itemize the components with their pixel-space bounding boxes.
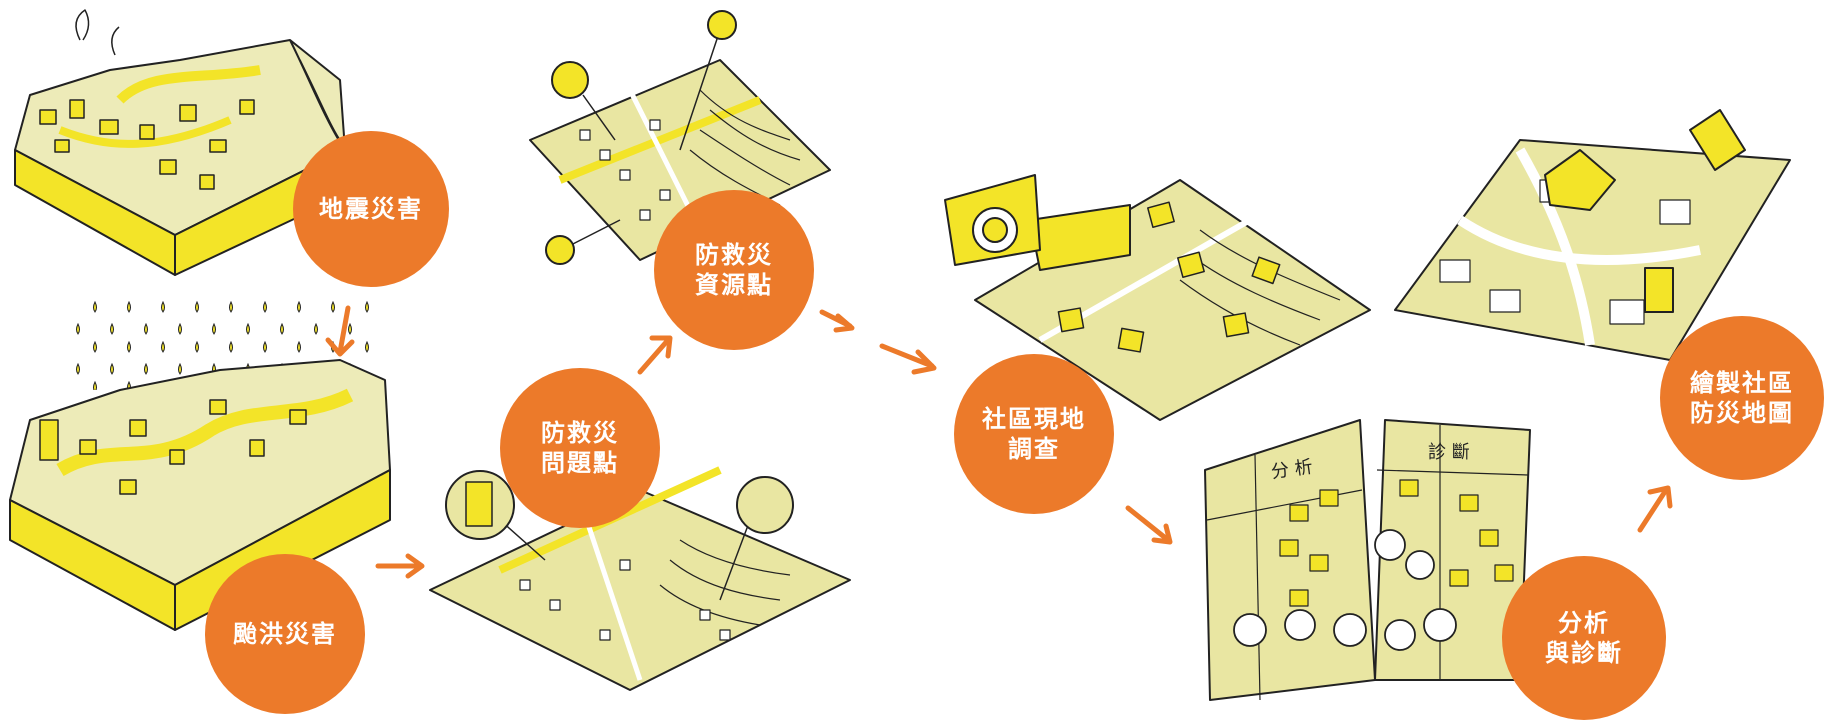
flood-terrain-illustration xyxy=(9,300,391,631)
step-resource-points: 防救災 資源點 xyxy=(654,190,814,350)
step-earthquake-disaster: 地震災害 xyxy=(293,131,449,287)
arrow-analysis-to-mapping xyxy=(1637,485,1673,533)
arrow-resource-to-survey-1 xyxy=(819,309,855,333)
step-label-line: 繪製社區 xyxy=(1690,369,1794,397)
step-community-field-survey: 社區現地 調查 xyxy=(954,354,1114,514)
step-label-line: 調查 xyxy=(1008,435,1060,463)
step-label-line: 防災地圖 xyxy=(1690,399,1794,427)
step-label-line: 資源點 xyxy=(695,271,773,299)
arrow-survey-to-analysis xyxy=(1125,505,1173,545)
problem-map-illustration xyxy=(429,466,851,691)
field-survey-illustration xyxy=(944,174,1371,421)
community-map-illustration xyxy=(1394,109,1791,361)
resource-map-illustration xyxy=(529,10,831,265)
step-typhoon-flood-disaster: 颱洪災害 xyxy=(205,554,365,714)
step-label-line: 問題點 xyxy=(541,449,619,477)
step-problem-points: 防救災 問題點 xyxy=(500,368,660,528)
board-header-diagnosis: 診 斷 xyxy=(1428,442,1470,463)
step-label-line: 分析 xyxy=(1558,609,1610,637)
arrow-flood-to-problem-map xyxy=(375,553,425,579)
arrow-problem-to-resource xyxy=(637,335,673,375)
step-label-line: 防救災 xyxy=(695,241,773,269)
arrow-earthquake-to-flood xyxy=(325,305,355,357)
arrow-resource-to-survey-2 xyxy=(879,343,937,375)
step-label-line: 社區現地 xyxy=(982,405,1086,433)
step-label-line: 地震災害 xyxy=(319,195,423,223)
earthquake-terrain-illustration xyxy=(14,9,346,276)
step-label-line: 颱洪災害 xyxy=(233,620,337,648)
step-analysis-diagnosis: 分析 與診斷 xyxy=(1502,556,1666,720)
step-label-line: 與診斷 xyxy=(1545,639,1623,667)
analysis-board-illustration xyxy=(1204,419,1531,701)
step-label-line: 防救災 xyxy=(541,419,619,447)
step-draw-community-disaster-map: 繪製社區 防災地圖 xyxy=(1660,316,1824,480)
